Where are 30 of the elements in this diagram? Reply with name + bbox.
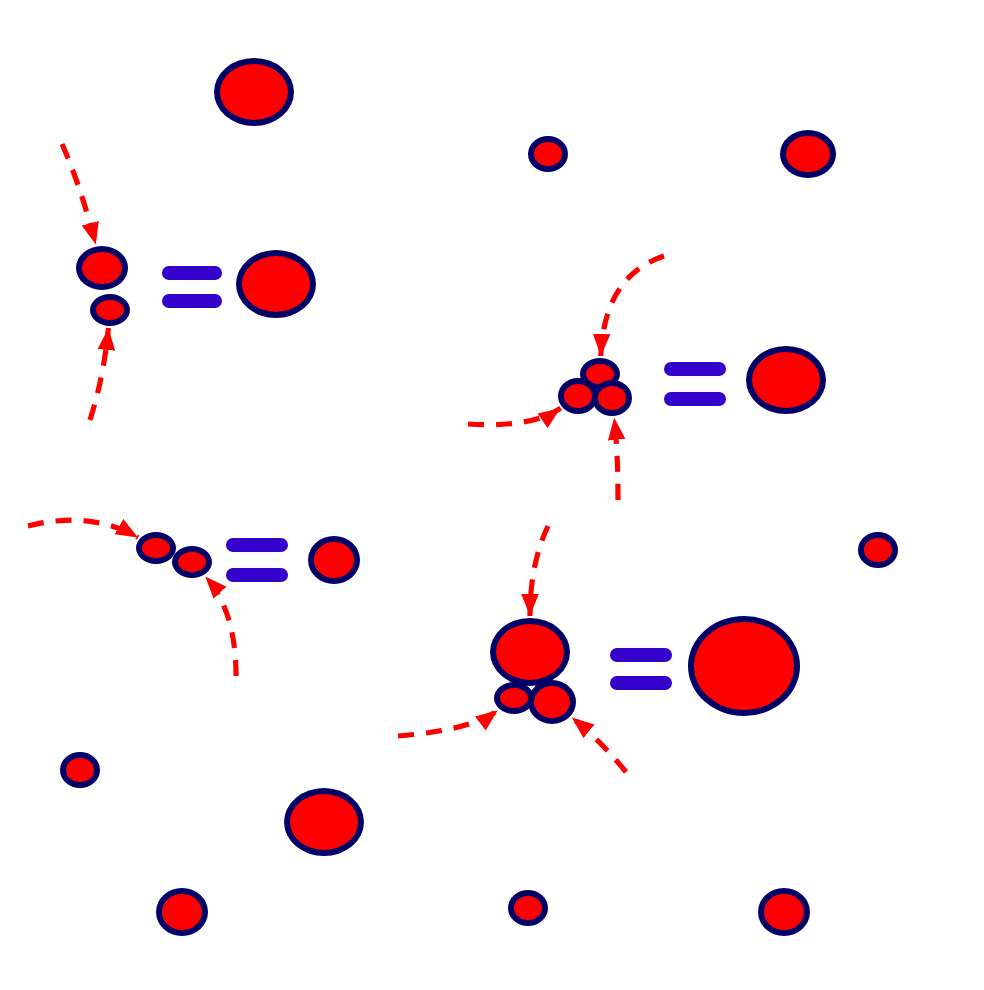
particle [508, 890, 548, 926]
particle [90, 294, 130, 326]
particle [236, 250, 316, 318]
dashed-arrow [59, 142, 99, 246]
particle [76, 246, 128, 290]
particle [284, 788, 364, 856]
dashed-arrow [521, 524, 551, 617]
particle [858, 532, 898, 568]
dashed-arrow [27, 517, 140, 540]
particle [528, 680, 576, 724]
particle [136, 532, 176, 564]
dashed-arrow [203, 574, 239, 677]
dashed-arrow [467, 406, 562, 428]
dashed-arrow [593, 253, 665, 357]
particle [308, 536, 360, 584]
dashed-arrow [87, 327, 115, 421]
particle [780, 130, 836, 178]
dashed-arrow [607, 417, 626, 500]
particle [592, 380, 632, 416]
particle [758, 888, 810, 936]
dashed-arrow [570, 715, 628, 774]
particle [156, 888, 208, 936]
particle [746, 346, 826, 414]
particle [528, 136, 568, 172]
particle [494, 682, 534, 714]
dashed-arrow [397, 708, 500, 739]
particle [60, 752, 100, 788]
particle [172, 546, 212, 578]
particle [490, 618, 570, 686]
particle [214, 58, 294, 126]
